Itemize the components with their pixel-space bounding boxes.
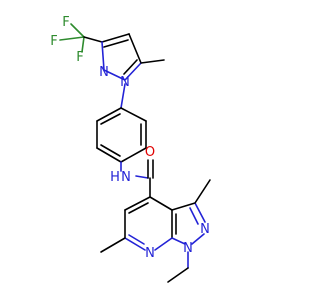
- bond-ph-3: [120, 147, 147, 163]
- atom-n-pyrazole-2: N: [99, 65, 109, 80]
- atom-n-pyrazole-1: N: [120, 75, 130, 90]
- molecule-structure: F F F N N N H O N N N: [50, 15, 211, 283]
- bond-pz-n2-c3: [101, 41, 105, 71]
- bond-pz-c3-c4-double: [103, 39, 129, 48]
- bond-py-n7-c7a: [154, 237, 173, 251]
- bond-methyl-pyrazole: [140, 59, 165, 64]
- bond-n-phenyl: [120, 83, 126, 109]
- bond-c-f-lower: [81, 36, 85, 53]
- bond-pz2-c3a-c3: [171, 202, 196, 211]
- bond-py-c4-c5: [124, 196, 151, 211]
- bond-pz2-c3-n2-double: [189, 207, 199, 225]
- bond-methyl-c6: [100, 237, 126, 253]
- bond-ph-4: [96, 147, 122, 163]
- atom-f-lower: F: [76, 50, 83, 65]
- atom-n-ring-1: N: [183, 241, 193, 256]
- bond-ethyl-cc: [167, 267, 189, 283]
- bond-pz2-n2-n1: [191, 233, 205, 245]
- bond-ph-4-double: [100, 144, 121, 157]
- bond-pz-c3-c4: [101, 33, 130, 43]
- atom-o-carbonyl: O: [145, 145, 155, 160]
- bond-ph-6-double: [100, 113, 121, 125]
- atom-f-top: F: [62, 15, 69, 30]
- atom-n-ring-2: N: [200, 222, 210, 237]
- bond-c-f-top: [70, 23, 85, 38]
- atom-n-pyridine: N: [145, 246, 155, 261]
- bond-nh-carbonyl: [135, 175, 149, 179]
- bond-pz2-n1-c7a: [171, 237, 186, 245]
- bond-layer: [59, 23, 211, 283]
- atom-f-left: F: [50, 34, 57, 49]
- bond-cf3-pyrazole: [83, 36, 103, 43]
- bond-pz-c5-n1-double: [123, 59, 138, 75]
- bond-c-f-left: [59, 36, 85, 41]
- atom-nh-n: N: [121, 170, 131, 185]
- bond-methyl-c3: [194, 179, 211, 204]
- bond-py-c6-n7: [124, 237, 146, 251]
- bond-ph-6: [96, 107, 122, 122]
- bond-pz-c4-c5: [128, 33, 142, 64]
- bond-pz-c5-n1: [124, 62, 142, 81]
- atom-label-layer: F F F N N N H O N N N: [50, 15, 210, 261]
- bond-ph-1: [120, 107, 147, 122]
- bond-py-c3a-c4: [149, 196, 173, 211]
- bond-pz2-c3-n2: [194, 202, 206, 223]
- bond-py-c4-c5-double: [128, 202, 149, 214]
- bond-pz-n1-n2: [103, 69, 126, 81]
- bond-py-c6-n7-double: [128, 234, 145, 245]
- atom-nh-h: H: [110, 170, 120, 185]
